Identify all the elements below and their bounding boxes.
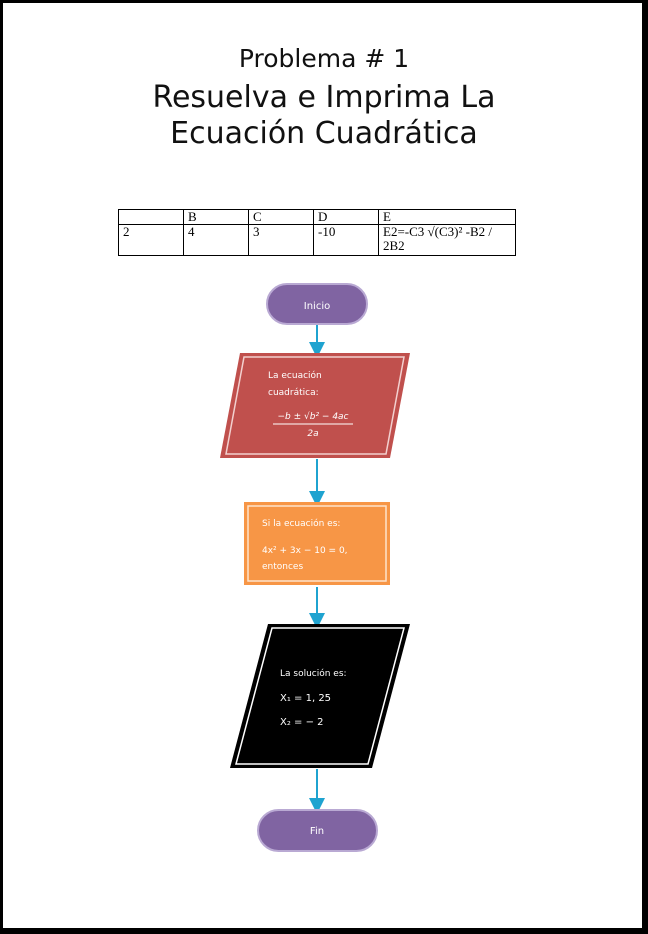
svg-text:La ecuación: La ecuación bbox=[268, 370, 322, 381]
title-line-2: Ecuación Cuadrática bbox=[170, 116, 478, 151]
input-parallelogram: La ecuación cuadrática: −b ± √b² − 4ac 2… bbox=[220, 353, 410, 458]
data-table: B C D E 2 4 3 -10 E2=-C3 √(C3)² -B2 / 2B… bbox=[118, 209, 516, 256]
svg-text:Inicio: Inicio bbox=[304, 301, 330, 312]
svg-text:entonces: entonces bbox=[262, 562, 303, 572]
svg-text:2a: 2a bbox=[307, 429, 318, 439]
table-row: 2 4 3 -10 E2=-C3 √(C3)² -B2 / 2B2 bbox=[118, 224, 516, 256]
problem-number: Problema # 1 bbox=[238, 44, 410, 73]
process-box: Si la ecuación es: 4x² + 3x − 10 = 0, en… bbox=[244, 502, 390, 585]
svg-text:−b ± √b² − 4ac: −b ± √b² − 4ac bbox=[277, 411, 348, 422]
table-cell: -10 bbox=[313, 224, 379, 256]
table-cell: E2=-C3 √(C3)² -B2 / 2B2 bbox=[378, 224, 516, 256]
svg-text:cuadrática:: cuadrática: bbox=[268, 388, 319, 398]
start-terminator: Inicio bbox=[266, 283, 368, 325]
svg-text:X₂ = − 2: X₂ = − 2 bbox=[280, 717, 324, 728]
svg-text:La solución es:: La solución es: bbox=[280, 668, 347, 679]
end-terminator: Fin bbox=[257, 809, 378, 852]
table-cell: 2 bbox=[118, 224, 184, 256]
svg-text:Fin: Fin bbox=[310, 826, 324, 837]
output-parallelogram: La solución es: X₁ = 1, 25 X₂ = − 2 bbox=[230, 624, 410, 768]
svg-text:X₁ = 1, 25: X₁ = 1, 25 bbox=[280, 693, 331, 704]
table-cell: 4 bbox=[183, 224, 249, 256]
svg-text:Si la ecuación es:: Si la ecuación es: bbox=[262, 518, 340, 529]
title-line-1: Resuelva e Imprima La bbox=[152, 80, 496, 115]
svg-text:4x² + 3x − 10 = 0,: 4x² + 3x − 10 = 0, bbox=[262, 546, 348, 556]
table-cell: 3 bbox=[248, 224, 314, 256]
